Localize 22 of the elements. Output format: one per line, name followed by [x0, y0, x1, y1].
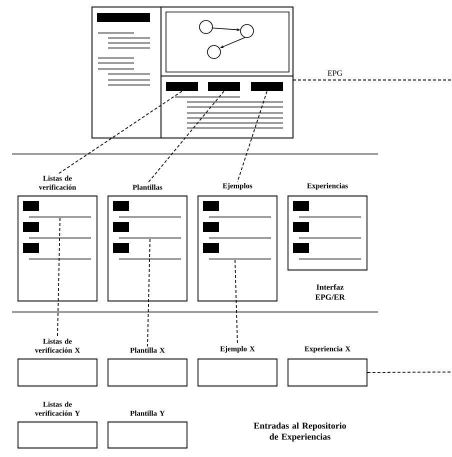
entry-box [18, 358, 98, 386]
tab-button [166, 82, 198, 91]
dashed-line [57, 90, 182, 175]
dashed-line [367, 372, 452, 373]
list-panel [18, 196, 98, 302]
dashed-line [147, 238, 150, 347]
caption: Entradas al Repositorio de Experiencias [254, 422, 346, 442]
entry-box [198, 358, 278, 386]
entry-box [108, 422, 188, 448]
dashed-line [57, 218, 60, 338]
entry-box [108, 358, 188, 386]
entry-box [18, 422, 98, 448]
list-panel [288, 196, 368, 270]
dashed-line [147, 90, 224, 184]
tab-button [251, 82, 283, 91]
tab-button [208, 82, 240, 91]
dashed-line [234, 260, 238, 346]
entry-box [288, 358, 368, 386]
window-drawing [92, 6, 294, 138]
list-panel [198, 196, 278, 302]
list-panel [108, 196, 188, 302]
dashed-line [237, 90, 268, 182]
